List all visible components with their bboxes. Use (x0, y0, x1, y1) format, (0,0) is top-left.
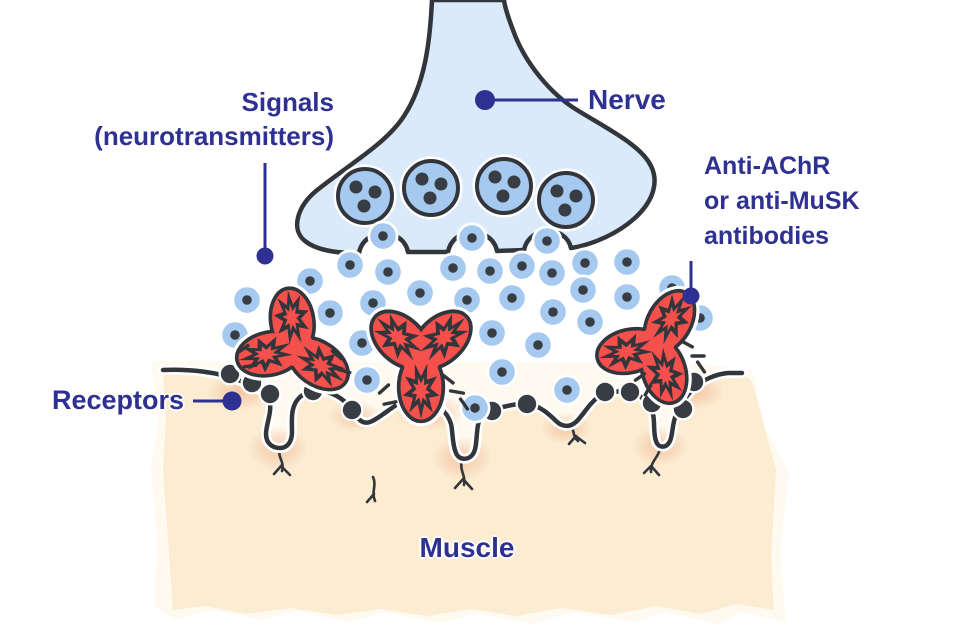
neurotransmitter-dot (574, 306, 606, 338)
receptor-dot (593, 380, 617, 404)
vesicle-dot (507, 175, 521, 189)
vesicle-dot (349, 180, 363, 194)
receptor-dot (515, 392, 539, 416)
vesicle (333, 164, 397, 228)
receptor-dot (340, 398, 364, 422)
neurotransmitter-dot (456, 222, 488, 254)
antibody-zigzag-star (646, 347, 684, 401)
antibody-zigzag-star (402, 363, 440, 420)
emphasis-mark (643, 383, 653, 397)
antibody-leader-dot (682, 287, 700, 305)
neurotransmitter-dot (474, 255, 506, 287)
antibody-zigzag-star (650, 294, 692, 345)
emphasis-mark (633, 372, 647, 382)
vesicle-dot (488, 170, 502, 184)
nerve-leader-dot (475, 90, 495, 110)
neurotransmitter-dot (437, 252, 469, 284)
receptor-dot (618, 380, 642, 404)
antibody-core (402, 340, 440, 378)
vesicle-dot (434, 177, 448, 191)
receptor-dot (258, 382, 282, 406)
neurotransmitter-dot (367, 220, 399, 252)
neurotransmitter-dot (611, 281, 643, 313)
neurotransmitter-dot (537, 296, 569, 328)
signals-label-line1: Signals (241, 87, 334, 117)
muscle-surface-line (160, 367, 745, 461)
emphasis-mark (377, 383, 391, 395)
neurotransmitter-dot (334, 249, 366, 281)
vesicle-dot (357, 199, 371, 213)
vesicle (472, 154, 536, 218)
neurotransmitter-dot (314, 297, 346, 329)
muscle-body (163, 369, 776, 616)
neurotransmitter-dot (372, 256, 404, 288)
vesicle (534, 168, 598, 232)
neurotransmitter-dot (496, 282, 528, 314)
signals-leader-dot (256, 247, 274, 265)
neurotransmitter-dot (551, 374, 583, 406)
neurotransmitter-dot (611, 246, 643, 278)
emphasis-mark (330, 349, 344, 361)
neurotransmitter-dot (569, 247, 601, 279)
receptors-label: Receptors (52, 385, 185, 415)
neurotransmitter-dot (404, 277, 436, 309)
neurotransmitter-dot (459, 392, 491, 424)
neurotransmitter-dot (231, 284, 263, 316)
vesicle-dot (415, 172, 429, 186)
neurotransmitter-dot (486, 356, 518, 388)
emphasis-mark (336, 367, 352, 375)
antibody (591, 285, 700, 409)
vesicle-dot (368, 185, 382, 199)
emphasis-mark (236, 343, 250, 355)
vesicle-dot (423, 191, 437, 205)
antibody-label-line2: or anti-MuSK (704, 187, 860, 215)
neurotransmitter-dot (531, 225, 563, 257)
antibody-zigzag-star (296, 344, 346, 388)
nerve-label: Nerve (588, 84, 666, 115)
muscle-label: Muscle (419, 532, 515, 563)
signals-label: Signals (neurotransmitters) (40, 85, 334, 153)
antibody-zigzag-star (273, 290, 310, 345)
muscle-crack (365, 475, 377, 504)
vesicle (399, 156, 463, 220)
emphasis-mark (680, 339, 694, 349)
antibody-label-line3: antibodies (704, 222, 830, 250)
emphasis-mark (242, 363, 258, 369)
antibody-label: Anti-AChR or anti-MuSK antibodies (704, 149, 860, 254)
antibody-zigzag-star (238, 336, 293, 373)
antibody-zigzag-star (420, 313, 469, 361)
vesicle-dot (550, 184, 564, 198)
emphasis-mark (382, 400, 398, 406)
vesicle-dot (569, 189, 583, 203)
neurotransmitter-dot (567, 274, 599, 306)
antibody (366, 306, 476, 427)
emphasis-mark (695, 360, 707, 374)
neurotransmitter-dot (351, 364, 383, 396)
emphasis-mark (441, 373, 455, 385)
antibody-zigzag-star (373, 313, 422, 361)
neurotransmitter-dot (506, 250, 538, 282)
neurotransmitter-dot (522, 329, 554, 361)
vesicle-dot (558, 203, 572, 217)
emphasis-mark (448, 389, 466, 395)
antibody-zigzag-star (599, 333, 653, 371)
receptors-leader-dot (222, 391, 242, 411)
signals-label-line2: (neurotransmitters) (94, 121, 334, 151)
vesicle-dot (496, 189, 510, 203)
emphasis-mark (458, 397, 470, 411)
antibody-label-line1: Anti-AChR (704, 152, 831, 180)
neurotransmitter-dot (536, 257, 568, 289)
neurotransmitter-dot (476, 317, 508, 349)
